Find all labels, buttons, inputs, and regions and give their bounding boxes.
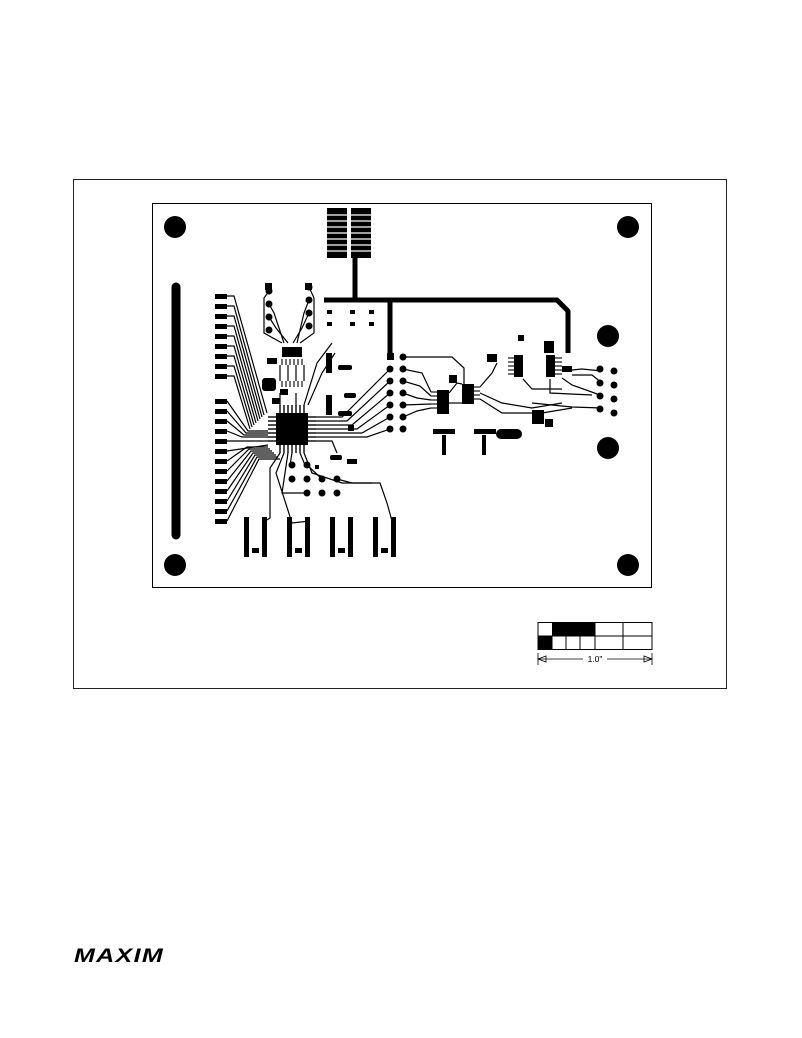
right-ic-cluster: [508, 335, 603, 409]
maxim-logo: MAXIM: [74, 945, 166, 967]
scale-bar: 1.0": [535, 620, 655, 668]
upper-component-cluster: [262, 283, 315, 405]
edge-connector: [327, 208, 371, 258]
lower-header: [288, 455, 357, 497]
scale-bar-label: 1.0": [588, 654, 603, 664]
fanout-traces: [226, 295, 280, 522]
right-fanout-traces: [303, 342, 391, 454]
middle-ic-cluster: [402, 354, 573, 455]
main-bus: [324, 258, 571, 355]
qfp-chip: [268, 405, 316, 453]
pcb-layout: [152, 203, 652, 588]
left-pads: [215, 294, 227, 524]
bottom-pads: [244, 517, 396, 557]
figure-frame: [73, 179, 727, 689]
logo-text: MAXIM: [74, 946, 164, 965]
right-header: [596, 365, 618, 417]
mounting-holes: [164, 216, 639, 576]
lower-traces: [264, 452, 393, 524]
